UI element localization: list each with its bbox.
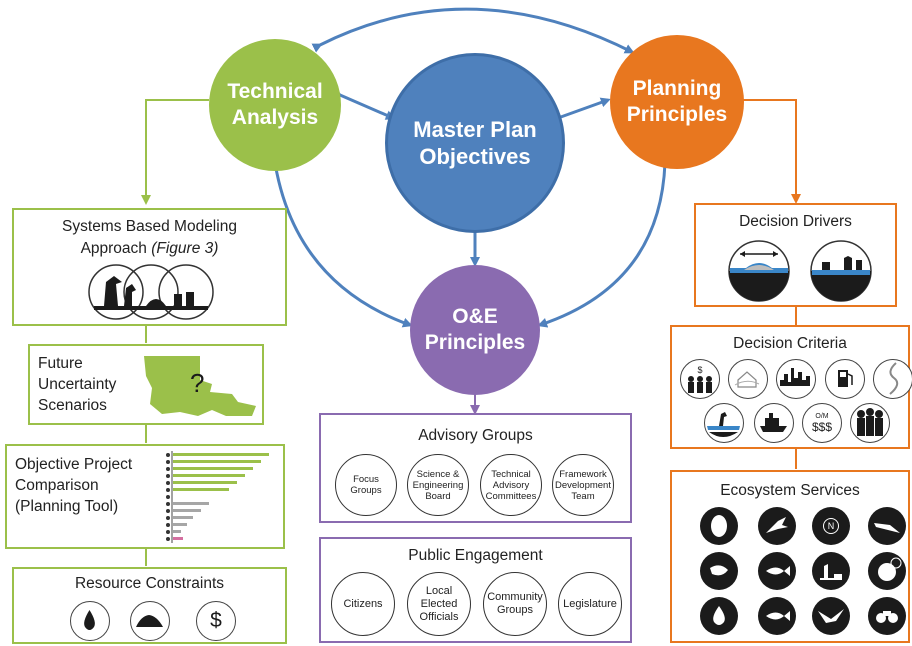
alligator-icon <box>868 507 906 545</box>
resource-constraints-box: Resource Constraints $ <box>12 567 287 644</box>
future-uncertainty-box: Future Uncertainty Scenarios ? <box>28 344 264 425</box>
decision-drivers-title: Decision Drivers <box>739 213 852 230</box>
future-uncertainty-label: Future Uncertainty Scenarios <box>38 355 117 414</box>
focus-groups-circle: Focus Groups <box>335 454 397 516</box>
carbon-icon <box>868 552 906 590</box>
decision-criteria-box: Decision Criteria $ O/M $$$ <box>670 325 912 449</box>
shipping-icon <box>754 403 794 443</box>
arrow-technical-master <box>331 87 396 120</box>
legislature-circle: Legislature <box>558 572 622 636</box>
arrow-planning-oe <box>537 155 671 328</box>
science-engineering-board-circle: Science & Engineering Board <box>407 454 469 516</box>
objective-comparison-label: Objective Project Comparison (Planning T… <box>15 456 133 515</box>
dollar-symbol: $ <box>210 609 222 632</box>
ranking-bar-chart-icon <box>166 451 269 543</box>
water-supply-icon <box>700 597 738 635</box>
fish-icon <box>758 552 796 590</box>
decision-criteria-title: Decision Criteria <box>733 335 847 352</box>
binoculars-icon <box>868 597 906 635</box>
flood-risk-icon <box>810 240 872 302</box>
coastal-trees-icon <box>704 403 744 443</box>
people-cost-dollar: $ <box>697 364 703 375</box>
public-engagement-box: Public Engagement Citizens Local Elected… <box>319 537 632 643</box>
waterfowl-icon <box>812 597 850 635</box>
decision-drivers-box: Decision Drivers <box>694 203 897 307</box>
systems-modeling-figure-ref: (Figure 3) <box>151 240 219 257</box>
citizens-circle: Citizens <box>331 572 395 636</box>
green-connector <box>141 99 209 205</box>
land-loss-icon <box>728 240 790 302</box>
community-people-icon <box>850 403 890 443</box>
water-drop-icon <box>70 601 110 641</box>
arrow-technical-oe <box>266 132 413 328</box>
master-plan-objectives-node: Master Plan Objectives <box>385 53 565 233</box>
city-skyline-icon <box>776 359 816 399</box>
community-groups-circle: Community Groups <box>483 572 547 636</box>
om-cost-label: $$$ <box>811 419 833 434</box>
venn-landscape-icon <box>88 264 214 320</box>
framework-development-team-circle: Framework Development Team <box>552 454 614 516</box>
bird-icon <box>758 507 796 545</box>
shrimp-icon <box>700 552 738 590</box>
louisiana-map-icon <box>144 356 256 416</box>
house-map-icon <box>728 359 768 399</box>
ecosystem-services-title: Ecosystem Services <box>720 482 860 499</box>
uncertainty-question-mark: ? <box>190 368 205 398</box>
om-label: O/M <box>815 412 829 420</box>
technical-advisory-committees-circle: Technical Advisory Committees <box>480 454 542 516</box>
fisheries-icon <box>758 597 796 635</box>
advisory-groups-title: Advisory Groups <box>418 427 533 444</box>
agriculture-icon <box>812 552 850 590</box>
advisory-groups-box: Advisory Groups Focus Groups Science & E… <box>319 413 632 523</box>
arrow-master-planning <box>549 97 611 126</box>
resource-constraints-title: Resource Constraints <box>74 575 225 592</box>
objective-comparison-box: Objective Project Comparison (Planning T… <box>5 444 285 549</box>
nitrogen-icon: N <box>812 507 850 545</box>
om-cost-icon: O/M $$$ <box>802 403 842 443</box>
land-mound-icon <box>130 601 170 641</box>
arrow-technical-planning <box>311 7 635 54</box>
oe-principles-node: O&E Principles <box>410 265 540 395</box>
technical-analysis-node: Technical Analysis <box>209 39 341 171</box>
fuel-pump-icon <box>825 359 865 399</box>
dollar-icon: $ <box>196 601 236 641</box>
people-cost-icon: $ <box>680 359 720 399</box>
systems-modeling-title: Systems Based Modeling <box>62 218 237 235</box>
local-elected-officials-circle: Local Elected Officials <box>407 572 471 636</box>
oyster-icon <box>700 507 738 545</box>
river-icon <box>873 359 912 399</box>
systems-modeling-approach: Approach <box>80 240 147 257</box>
ecosystem-services-box: Ecosystem Services N <box>670 470 910 643</box>
public-engagement-title: Public Engagement <box>408 547 543 564</box>
planning-principles-node: Planning Principles <box>610 35 744 169</box>
nitrogen-label: N <box>823 518 839 534</box>
systems-modeling-box: Systems Based Modeling Approach (Figure … <box>12 208 287 326</box>
